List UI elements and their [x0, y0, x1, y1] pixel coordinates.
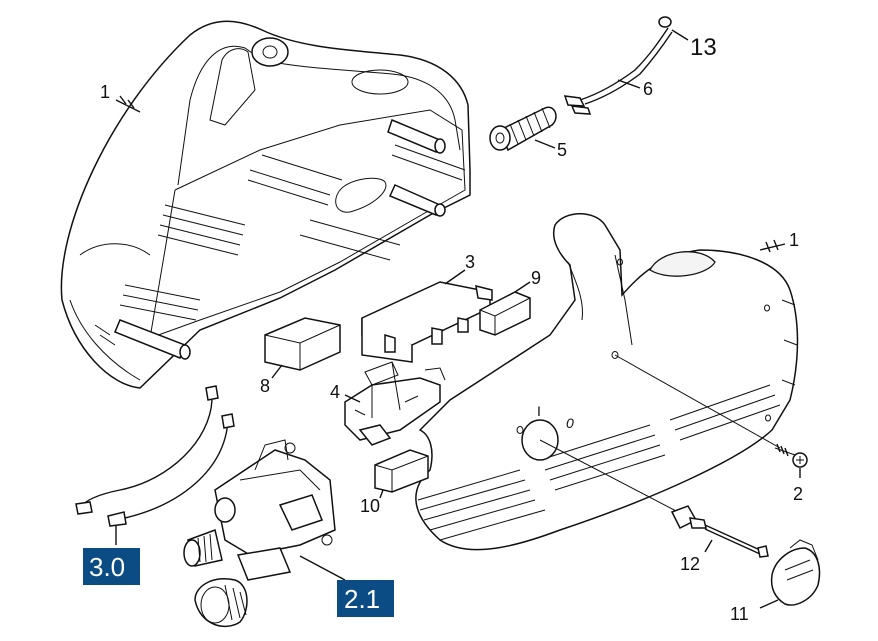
spacer-block — [374, 449, 429, 493]
callout-1-right: 1 — [789, 230, 799, 250]
rotary-knob — [770, 539, 821, 606]
cable-grommet — [489, 106, 557, 152]
switch-assembly — [344, 361, 446, 446]
foam-block — [264, 317, 341, 371]
badge-2-1-label: 2.1 — [344, 584, 380, 614]
badge-3-0-label: 3.0 — [89, 552, 125, 582]
callout-9: 9 — [531, 268, 541, 288]
callout-8: 8 — [260, 376, 270, 396]
housing-right-half — [415, 213, 799, 551]
callout-5: 5 — [557, 140, 567, 160]
callout-4: 4 — [330, 382, 340, 402]
callout-6: 6 — [643, 79, 653, 99]
switch-mark-on: I — [537, 403, 541, 419]
callout-12: 12 — [680, 554, 700, 574]
housing-left-half — [60, 20, 471, 389]
switch-mark-off: 0 — [566, 415, 574, 431]
valve-assembly — [183, 439, 336, 628]
callout-10: 10 — [360, 496, 380, 516]
wire-harness — [75, 385, 235, 527]
callout-1-left: 1 — [100, 82, 110, 102]
badge-3-0 — [83, 548, 140, 585]
callout-2: 2 — [793, 484, 803, 504]
power-cable — [563, 16, 673, 115]
terminal-block — [361, 281, 493, 363]
screw — [774, 443, 808, 468]
callout-3: 3 — [465, 252, 475, 272]
switch-shaft — [539, 439, 769, 558]
badge-2-1 — [337, 580, 394, 617]
callout-11: 11 — [730, 604, 749, 624]
callout-13: 13 — [690, 34, 717, 61]
